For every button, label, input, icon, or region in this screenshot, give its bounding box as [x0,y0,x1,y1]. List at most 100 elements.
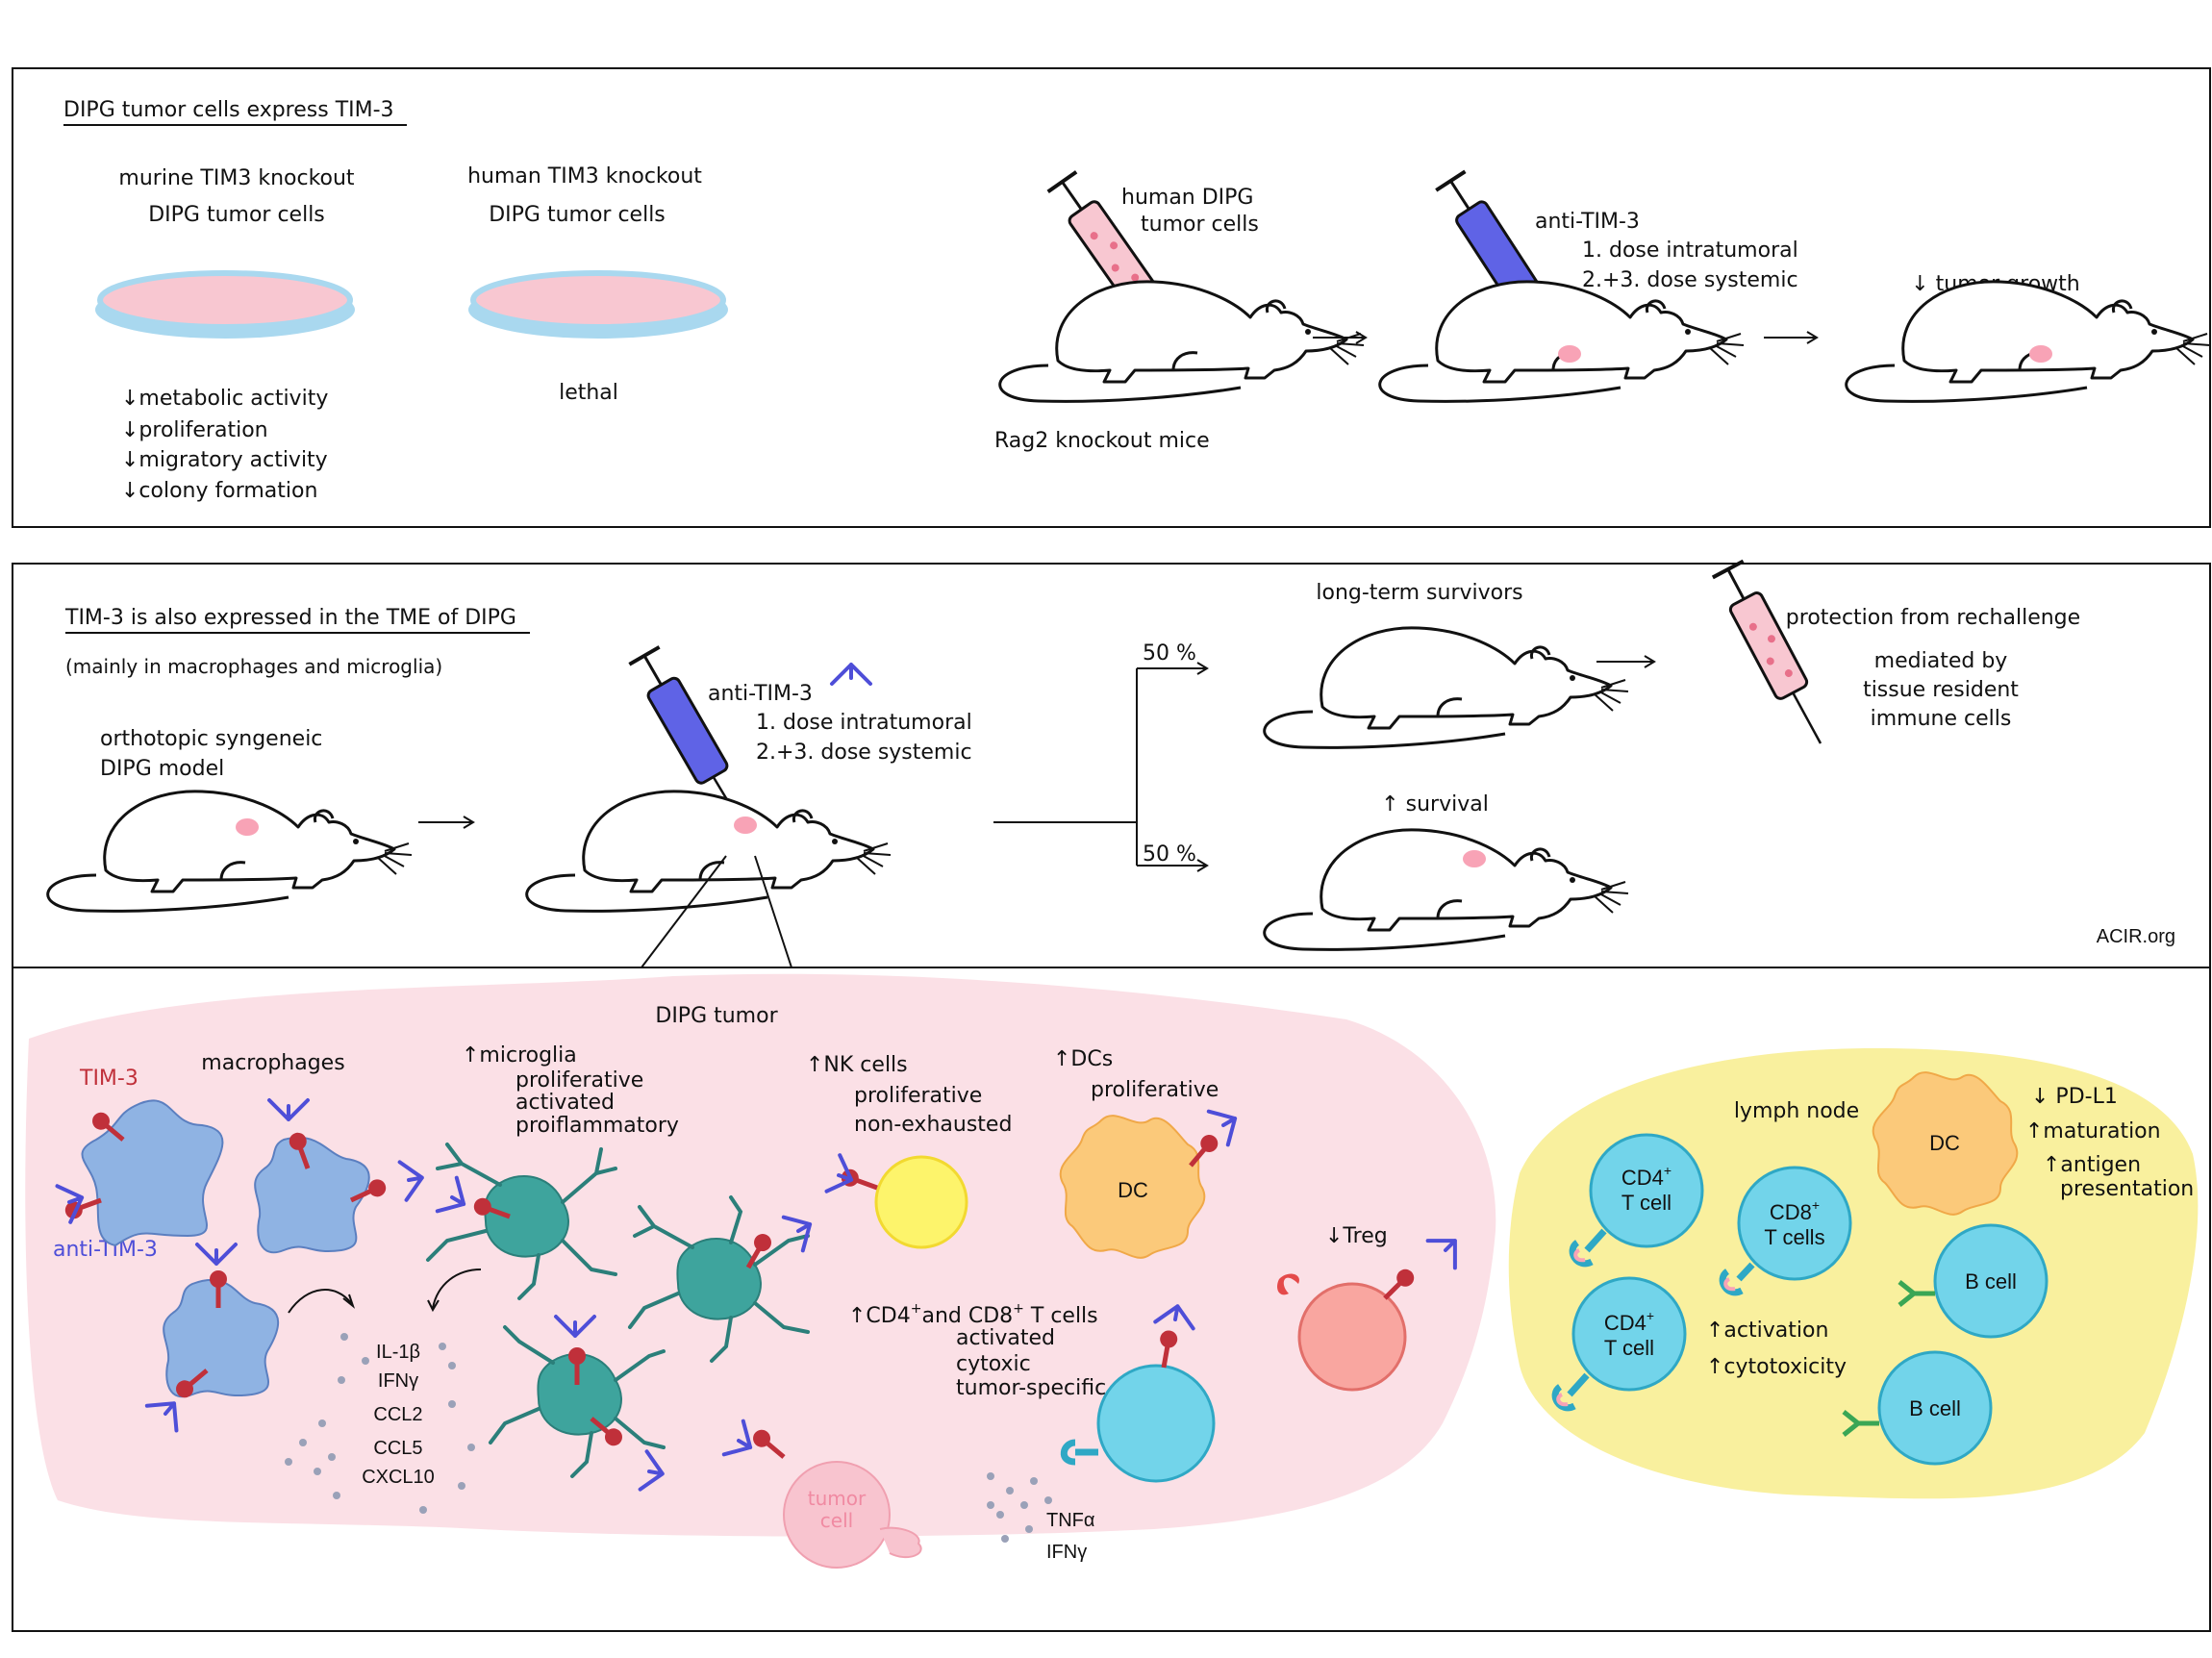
secretion-arrow [288,1289,352,1314]
mouse-survival [1263,828,1630,951]
panel-1-title: DIPG tumor cells express TIM-3 [63,98,394,122]
tcells-word-label: T cells [1764,1225,1824,1249]
cytokine-dots [285,1333,475,1514]
pdl1-label: ↓ PD-L1 [2031,1085,2118,1109]
mediated-line2: tissue resident [1863,678,2019,702]
microglia-label: ↑microglia [462,1043,577,1068]
dish1-label-line2: DIPG tumor cells [148,203,325,227]
ifng-label: IFNγ [1046,1542,1087,1563]
dcs-label: ↑DCs [1053,1047,1113,1071]
long-term-label: long-term survivors [1316,581,1522,605]
maturation-label: ↑maturation [2025,1119,2161,1143]
microglia-2 [628,1195,822,1363]
ln-dc-label: DC [1929,1131,1960,1155]
rechallenge-label: protection from rechallenge [1786,606,2080,630]
macrophage-1 [55,1099,224,1247]
b-cell-2: B cell [1842,1350,1993,1466]
panel-2-subtitle: (mainly in macrophages and microglia) [65,655,442,678]
tcell-label: T cell [1621,1191,1672,1215]
antigen-label: ↑antigen [2043,1153,2141,1177]
presentation-label: presentation [2060,1177,2194,1201]
model-label-line2: DIPG model [100,757,224,781]
pct-bottom: 50 % [1143,842,1196,867]
tumor-spot [1558,345,1581,363]
lymph-node-label: lymph node [1734,1099,1859,1123]
mouse-treated-2 [525,790,892,913]
ln-cd4-tcell-1: CD4+ T cell [1569,1133,1704,1268]
dc-cell: DC [1059,1099,1247,1259]
mouse-survivor [1263,626,1630,749]
cytokine-ccl5: CCL5 [373,1438,422,1459]
nk-cell [824,1153,968,1249]
panel-2: TIM-3 is also expressed in the TME of DI… [12,559,2211,968]
bcell-label: B cell [1909,1396,1961,1420]
p1-dose23: 2.+3. dose systemic [1582,268,1798,292]
dish2-label-line1: human TIM3 knockout [467,164,702,188]
tumor-cell: tumor cell [721,1419,922,1569]
p2-dose23: 2.+3. dose systemic [756,741,972,765]
cd4-label: CD4+ [1604,1308,1654,1335]
treg-cell [1277,1227,1469,1392]
tumor-spot [734,816,757,834]
syringe1-label-line1: human DIPG [1121,186,1253,210]
tcells-prop2: cytoxic [956,1352,1031,1376]
dc-label: DC [1118,1178,1148,1202]
mouse-model [46,790,414,913]
effect-migratory: ↓migratory activity [121,448,328,472]
p2-antibody-label: anti-TIM-3 [708,682,813,706]
tumor-spot [236,818,259,836]
effect-metabolic: ↓metabolic activity [121,387,328,411]
effect-proliferation: ↓proliferation [121,418,268,442]
tcells-prop3: tumor-specific [956,1376,1106,1400]
tcell-label: T cell [1604,1336,1654,1360]
syringe-tumor-cells [1046,170,1177,344]
pct-top: 50 % [1143,641,1196,666]
mice-label: Rag2 knockout mice [994,429,1210,453]
treg-label: ↓Treg [1325,1224,1388,1248]
tumor-spot-small [2029,345,2052,363]
effect-colony: ↓colony formation [121,479,317,503]
nk-prop2: non-exhausted [854,1113,1012,1137]
tnf-label: TNFα [1046,1510,1094,1531]
cytokine-cxcl10: CXCL10 [362,1467,435,1488]
credit: ACIR.org [2097,926,2175,947]
dcs-prop: proliferative [1091,1078,1219,1102]
panel-3: DIPG tumor TIM-3 anti-TIM-3 macrophages [12,967,2211,1632]
tumor-spot [1463,850,1486,867]
cd8-label: CD8+ [1770,1197,1820,1224]
macrophage-2 [254,1098,428,1254]
panel-1: DIPG tumor cells express TIM-3 murine TI… [12,67,2212,528]
branch-arrow [993,662,1209,872]
microglia-prop1: proliferative [515,1068,643,1093]
zoom-line-right [754,855,792,968]
zoom-line-left [641,855,727,968]
dish2-effect: lethal [559,381,618,405]
ln-cd4-tcell-2: CD4+ T cell [1551,1276,1687,1412]
cd4-label: CD4+ [1621,1163,1672,1190]
tcells-label: ↑CD4+and CD8+ T cells [848,1301,1098,1328]
nk-label: ↑NK cells [806,1053,908,1077]
cytotoxicity-label: ↑cytotoxicity [1706,1355,1847,1379]
panel-2-title: TIM-3 is also expressed in the TME of DI… [64,606,516,630]
cytokine-ccl2: CCL2 [373,1404,422,1425]
syringe-anti-tim3-2 [628,645,742,823]
tumor-title: DIPG tumor [655,1004,778,1028]
microglia-prop3: proiflammatory [515,1114,679,1138]
dish1-label-line1: murine TIM3 knockout [118,166,355,190]
ln-cd8-tcell: CD8+ T cells [1719,1166,1852,1296]
mediated-line3: immune cells [1871,707,2012,731]
dish2-label-line2: DIPG tumor cells [489,203,666,227]
petri-dish-murine [95,270,355,339]
panel-1-border [12,67,2211,528]
mouse-rag2 [998,280,1366,403]
secretion-arrow [432,1269,482,1309]
tcells-prop1: activated [956,1326,1055,1350]
syringe1-label-line2: tumor cells [1141,213,1259,237]
mediated-line1: mediated by [1874,649,2008,673]
tumor-cell-line2: cell [820,1509,853,1532]
dish1-effects: ↓metabolic activity ↓proliferation ↓migr… [121,387,328,503]
microglia-1 [426,1143,617,1300]
mouse-outcome [1845,280,2212,403]
microglia-3 [489,1315,668,1495]
